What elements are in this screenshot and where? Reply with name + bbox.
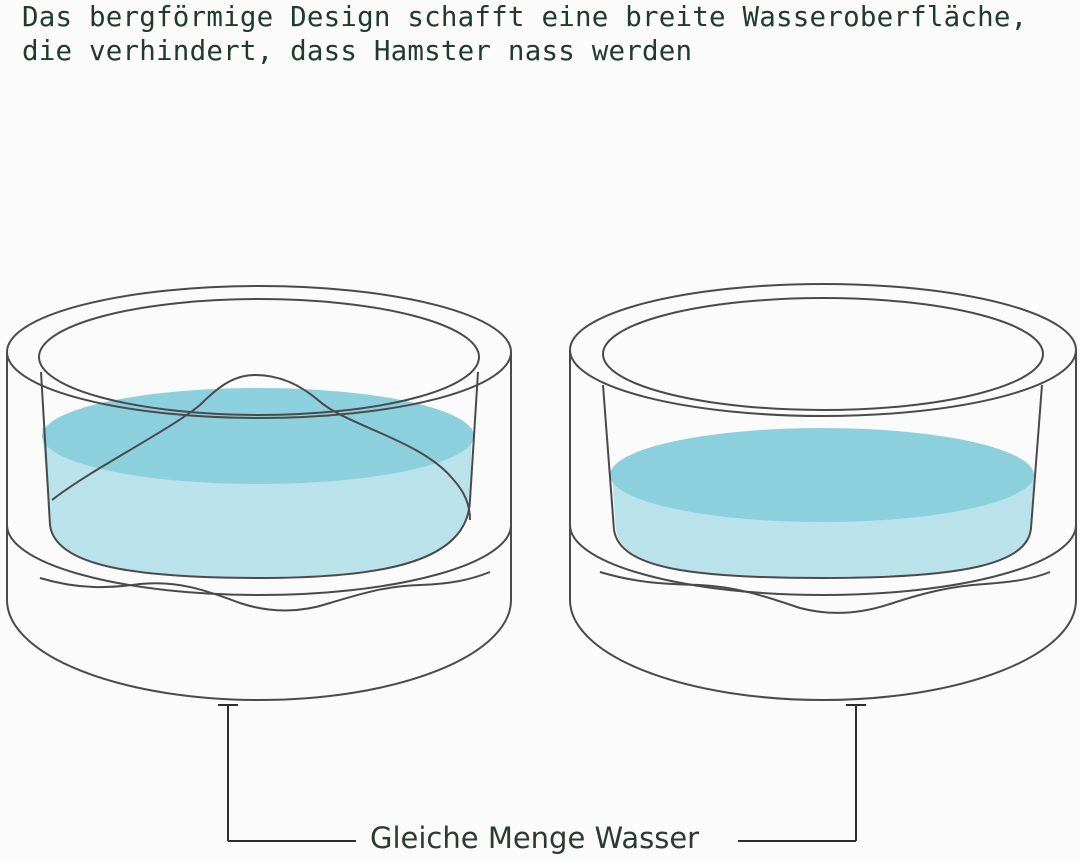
bowl-left-mountain bbox=[6, 285, 512, 701]
rim-inner-right bbox=[602, 297, 1044, 411]
base-band-right bbox=[569, 524, 1077, 596]
inner-wall-right bbox=[602, 384, 1043, 580]
base-band-left bbox=[6, 524, 512, 596]
outer-wall-right bbox=[569, 350, 1077, 701]
headline: Das bergförmige Design schafft eine brei… bbox=[22, 1, 1028, 67]
rim-inner-left bbox=[38, 298, 480, 416]
base-contour-right bbox=[599, 571, 1051, 614]
inner-wall-left bbox=[40, 371, 479, 580]
caption-same-water-amount: Gleiche Menge Wasser bbox=[370, 821, 700, 855]
base-contour-left bbox=[39, 571, 491, 612]
bowl-right-flat bbox=[569, 283, 1077, 701]
rim-outer-right bbox=[569, 283, 1077, 417]
bracket bbox=[218, 704, 866, 842]
water-surface-left bbox=[42, 388, 474, 484]
water-surface-right bbox=[610, 428, 1034, 522]
outer-wall-left bbox=[6, 352, 512, 701]
mountain-cone-left bbox=[51, 373, 471, 521]
